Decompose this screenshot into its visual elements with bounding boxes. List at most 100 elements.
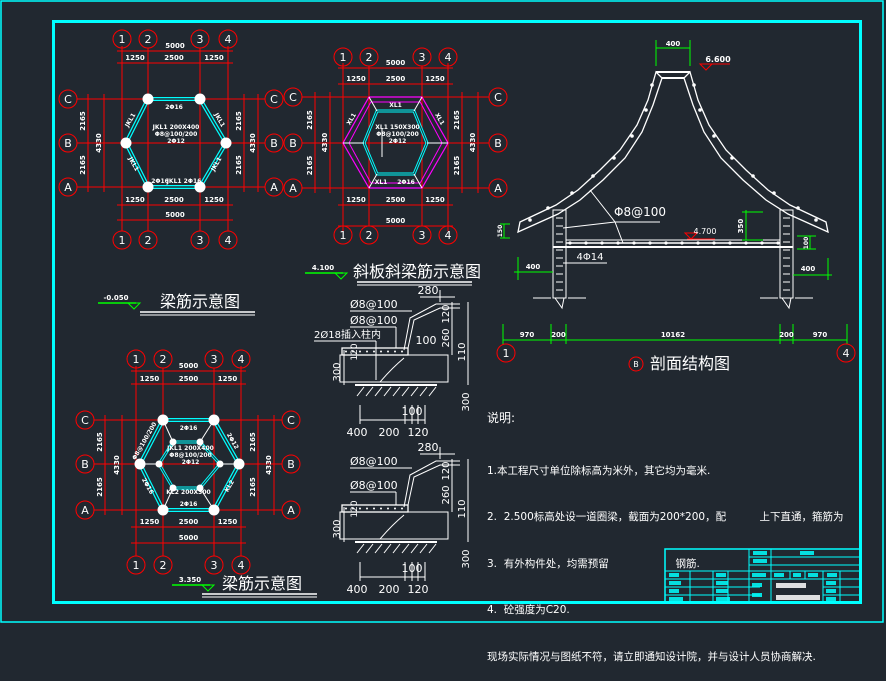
dimension-label: 5000 bbox=[179, 362, 199, 370]
rebar-dot bbox=[696, 241, 700, 245]
rebar-dot bbox=[345, 350, 347, 353]
axis-bubble bbox=[138, 29, 158, 49]
rebar-dot bbox=[394, 350, 396, 353]
axis-label: B bbox=[287, 458, 295, 471]
dim-label: 100 bbox=[402, 405, 423, 418]
rebar-dot bbox=[387, 507, 389, 510]
dim-label: 400 bbox=[347, 583, 368, 596]
beam-label: 2Φ12 bbox=[167, 138, 185, 145]
column-node bbox=[169, 484, 177, 492]
column-node bbox=[155, 460, 163, 468]
axis-label: A bbox=[270, 181, 278, 194]
axis-bubble bbox=[153, 555, 173, 575]
beam-label: XL1 bbox=[375, 179, 388, 186]
rebar-label: Φ8@100 bbox=[614, 205, 666, 219]
footing-break bbox=[554, 297, 565, 310]
axis-label: 3 bbox=[197, 234, 204, 247]
dim-label: 260 bbox=[441, 328, 452, 347]
title-block-text-glyph bbox=[774, 573, 784, 577]
hatch-line bbox=[383, 386, 392, 397]
axis-label: 1 bbox=[119, 33, 126, 46]
dim-label: 400 bbox=[666, 40, 681, 48]
axis-label: 2 bbox=[366, 229, 373, 242]
rebar-dot bbox=[630, 134, 634, 138]
title-block-text-glyph bbox=[669, 597, 683, 601]
beam-label: XL1 bbox=[389, 102, 402, 109]
dim-label: 200 bbox=[779, 331, 794, 339]
leader-line bbox=[562, 221, 616, 229]
beam-label: 2Φ12 bbox=[182, 459, 200, 466]
axis-label: B bbox=[81, 458, 89, 471]
dim-label: 300 bbox=[461, 392, 472, 411]
elevation-label: -0.050 bbox=[103, 294, 128, 302]
column-node bbox=[120, 137, 132, 149]
dim-label: 300 bbox=[461, 549, 472, 568]
dimension-label: 5000 bbox=[165, 211, 185, 219]
dimension-label: 4330 bbox=[113, 455, 121, 475]
axis-label: B bbox=[64, 137, 72, 150]
dimension-label: 1250 bbox=[125, 196, 145, 204]
axis-label: 2 bbox=[366, 51, 373, 64]
rebar-dot bbox=[584, 241, 588, 245]
column-node bbox=[196, 484, 204, 492]
axis-label: C bbox=[64, 93, 72, 106]
section-marker-label: B bbox=[633, 360, 639, 369]
axis-bubble bbox=[496, 343, 516, 363]
dim-label: 120 bbox=[441, 304, 452, 323]
dimension-label: 2500 bbox=[179, 375, 199, 383]
rebar-dot bbox=[728, 241, 732, 245]
elevation-label: 3.350 bbox=[179, 576, 201, 584]
beam-label: KL2 200X300 bbox=[166, 489, 210, 496]
dimension-label: 1250 bbox=[218, 518, 238, 526]
rebar-dot bbox=[616, 241, 620, 245]
dimension-label: 2165 bbox=[306, 156, 314, 176]
dim-label: 200 bbox=[551, 331, 566, 339]
axis-bubble bbox=[412, 47, 432, 67]
dimension-label: 4330 bbox=[249, 133, 257, 153]
axis-bubble bbox=[190, 230, 210, 250]
title-block-frame bbox=[664, 548, 861, 603]
axis-label: 3 bbox=[211, 559, 218, 572]
title-block-text-glyph bbox=[716, 573, 726, 577]
hatch-line bbox=[374, 386, 383, 397]
dimension-label: 5000 bbox=[179, 534, 199, 542]
dimension-label: 2165 bbox=[79, 111, 87, 131]
hatch-line bbox=[356, 386, 365, 397]
axis-bubble bbox=[75, 410, 95, 430]
beam-label: 2Φ16 bbox=[151, 178, 169, 185]
hatch-line bbox=[365, 543, 374, 554]
dim-label: 970 bbox=[520, 331, 535, 339]
rebar-dot bbox=[680, 241, 684, 245]
slope-beam-line bbox=[368, 173, 378, 189]
hatch-line bbox=[419, 386, 428, 397]
axis-bubble bbox=[58, 89, 78, 109]
title-block-text-glyph bbox=[752, 583, 762, 587]
axis-bubble bbox=[126, 555, 146, 575]
dimension-label: 5000 bbox=[386, 217, 406, 225]
rebar-dot bbox=[664, 241, 668, 245]
rebar-dot bbox=[528, 218, 532, 222]
slope-beam-line bbox=[413, 96, 423, 112]
dimension-label: 2165 bbox=[235, 111, 243, 131]
axis-label: 4 bbox=[238, 353, 245, 366]
axis-label: 3 bbox=[211, 353, 218, 366]
hatch-line bbox=[401, 543, 410, 554]
rebar-dot bbox=[751, 174, 755, 178]
title-block-text-glyph bbox=[826, 581, 836, 585]
axis-label: 4 bbox=[225, 33, 232, 46]
dimension-label: 1250 bbox=[425, 196, 445, 204]
rebar-dot bbox=[698, 108, 702, 112]
axis-bubble bbox=[264, 133, 284, 153]
rebar-dot bbox=[373, 507, 375, 510]
beam-label: JKL1 200X400 bbox=[152, 124, 200, 131]
column-node bbox=[208, 504, 220, 516]
dimension-label: 2165 bbox=[306, 110, 314, 130]
dim-label: 400 bbox=[347, 426, 368, 439]
axis-bubble bbox=[204, 349, 224, 369]
axis-label: 1 bbox=[340, 51, 347, 64]
dimension-label: 1250 bbox=[218, 375, 238, 383]
elevation-marker-icon bbox=[200, 584, 216, 592]
axis-label: 2 bbox=[145, 33, 152, 46]
